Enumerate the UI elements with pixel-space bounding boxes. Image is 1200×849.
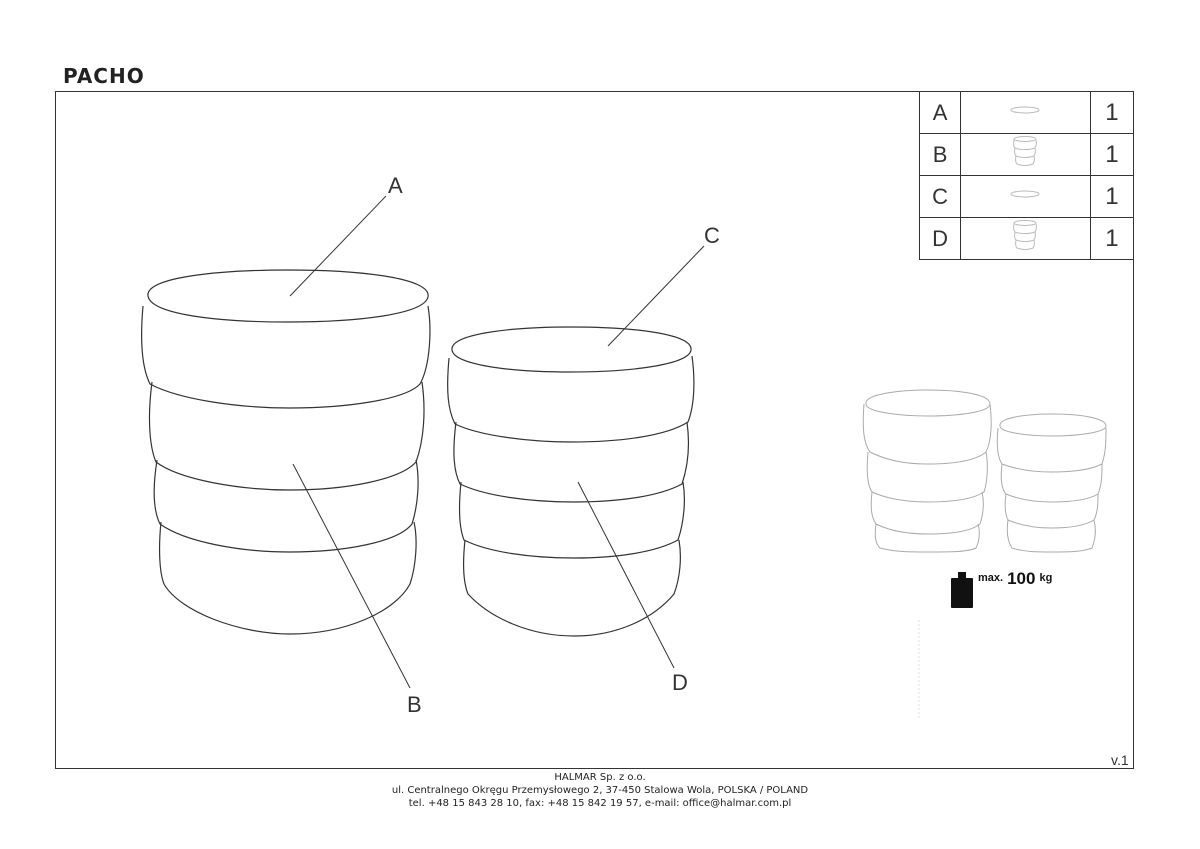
table-row: C 1 <box>918 175 1135 218</box>
table-row: B 1 <box>918 133 1135 176</box>
part-quantity: 1 <box>1089 175 1135 218</box>
callout-c: C <box>704 223 720 248</box>
lid-a-shape <box>147 269 429 323</box>
drawing-frame <box>55 91 1134 769</box>
callout-d: D <box>672 670 688 695</box>
product-title: PACHO <box>63 64 145 88</box>
stool-body-icon <box>1013 220 1038 250</box>
table-row: A 1 <box>918 91 1135 134</box>
part-quantity: 1 <box>1089 133 1135 176</box>
lid-icon <box>1010 106 1040 114</box>
max-load-unit: kg <box>1039 572 1053 584</box>
footer-contact: tel. +48 15 843 28 10, fax: +48 15 842 1… <box>408 798 792 809</box>
part-letter: B <box>918 133 962 176</box>
part-letter: A <box>918 91 962 134</box>
parts-table: A 1 B 1 C 1 D 1 <box>918 91 1135 260</box>
callout-a: A <box>388 173 403 198</box>
lid-icon <box>1010 190 1040 198</box>
cushion-8-shape <box>462 539 681 637</box>
small-stool-illustration <box>447 326 695 637</box>
part-letter: C <box>918 175 962 218</box>
lid-c-shape <box>451 326 692 373</box>
max-load-value: 100 <box>1007 569 1036 588</box>
cushion-5-shape <box>447 355 695 443</box>
footer-company: HALMAR Sp. z o.o. <box>554 772 646 783</box>
part-quantity: 1 <box>1089 217 1135 260</box>
table-row: D 1 <box>918 217 1135 260</box>
cushion-3-shape <box>153 459 419 553</box>
large-stool-illustration <box>141 269 431 635</box>
set-preview-illustration <box>862 389 1107 553</box>
callout-leaders <box>289 195 705 689</box>
cushion-2-shape <box>148 381 425 491</box>
max-load-label: max. 100 kg <box>950 570 1052 587</box>
cushion-4-shape <box>158 521 417 635</box>
version-label: v.1 <box>1111 752 1129 768</box>
cushion-7-shape <box>458 481 685 559</box>
part-letter: D <box>918 217 962 260</box>
weight-icon <box>951 572 973 608</box>
max-load-prefix: max. <box>978 572 1004 584</box>
callout-b: B <box>407 692 422 717</box>
cushion-6-shape <box>453 421 689 503</box>
footer-address: ul. Centralnego Okręgu Przemysłowego 2, … <box>391 785 809 796</box>
stool-body-icon <box>1013 136 1038 166</box>
cushion-1-shape <box>141 305 431 409</box>
footer: HALMAR Sp. z o.o. ul. Centralnego Okręgu… <box>0 771 1200 810</box>
part-quantity: 1 <box>1089 91 1135 134</box>
